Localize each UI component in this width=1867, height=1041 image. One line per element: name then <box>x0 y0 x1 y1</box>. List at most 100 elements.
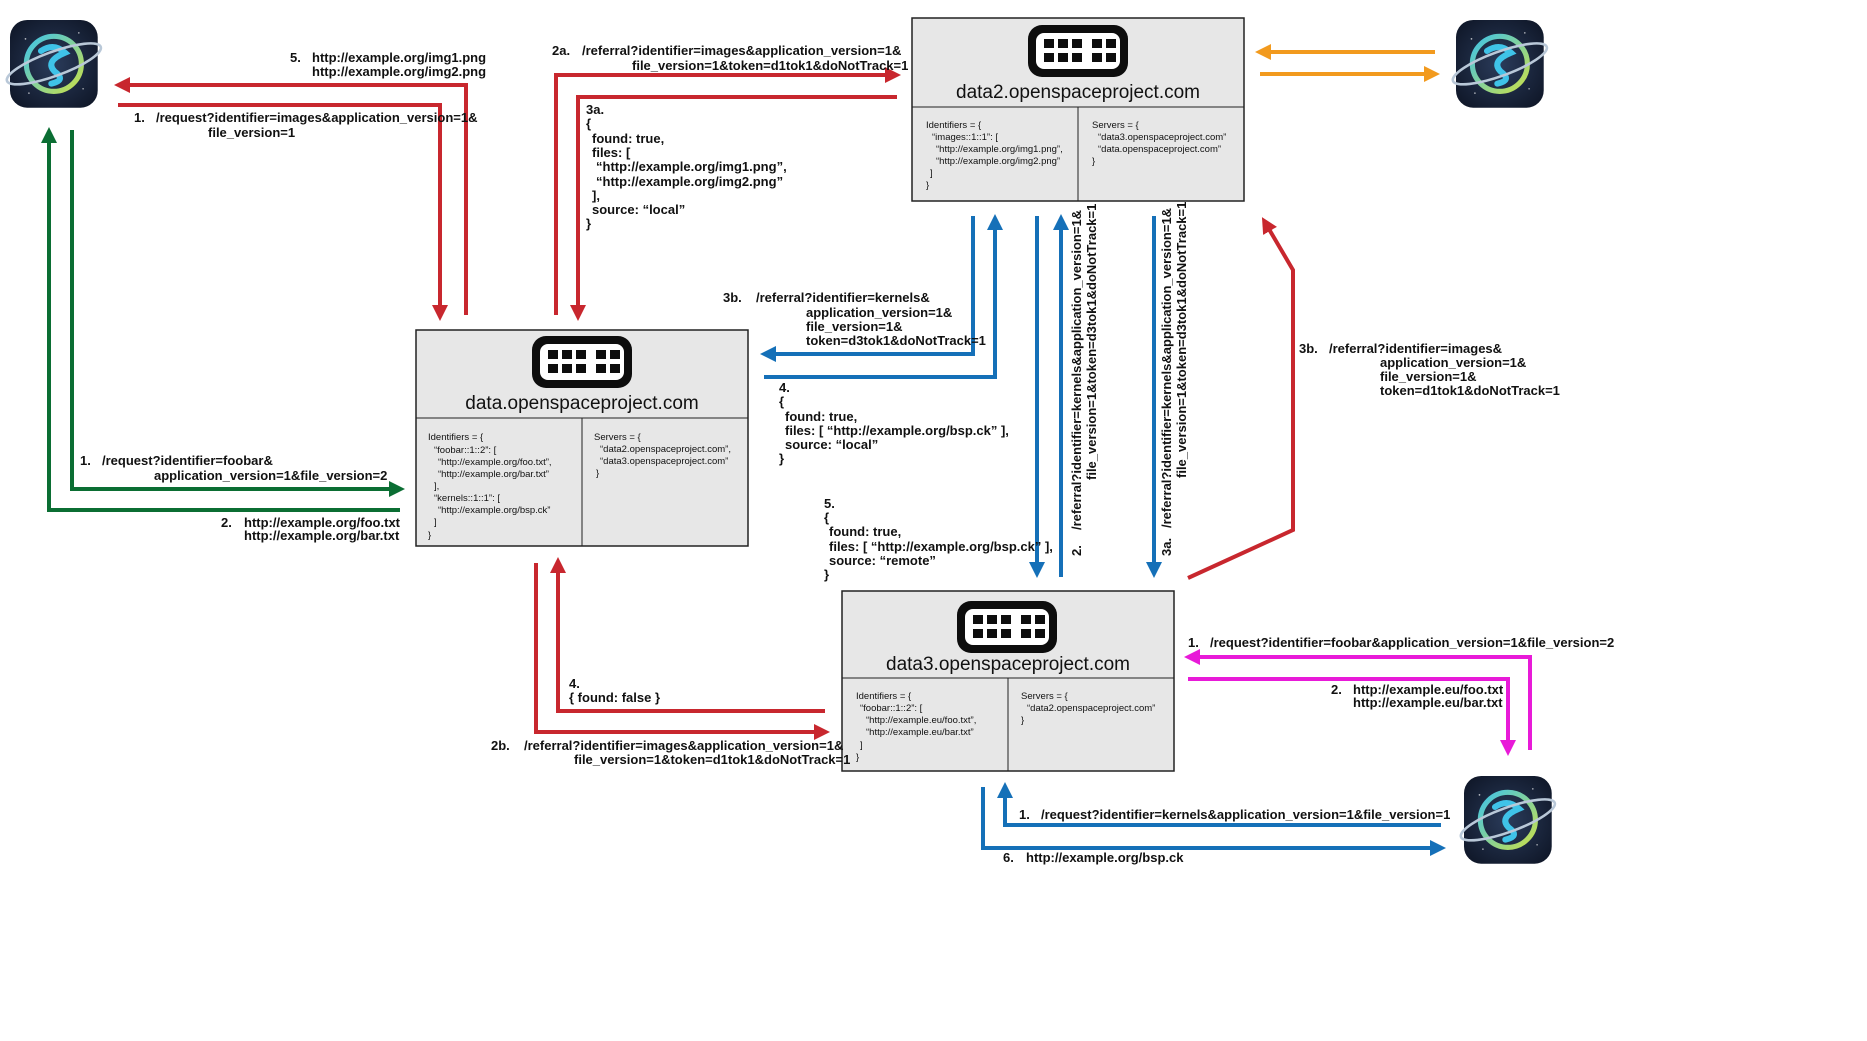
blue-arrow-4-response <box>764 214 1003 379</box>
identifiers-line: ] <box>434 517 437 528</box>
label-line: http://example.org/foo.txt <box>244 515 401 530</box>
label-line: file_version=1&token=d3tok1&doNotTrack=1 <box>1084 204 1099 480</box>
label-step: 1. <box>1019 807 1030 822</box>
servers-block: Servers = { “data3.openspaceproject.com”… <box>1092 120 1229 167</box>
label-red-3b: 3b. /referral?identifier=images& applica… <box>1299 341 1560 398</box>
identifiers-line: ] <box>860 740 863 751</box>
label-line: /request?identifier=images&application_v… <box>156 110 478 125</box>
label-line: files: [ <box>592 145 631 160</box>
server-box-data3: data3.openspaceproject.com Identifiers =… <box>841 590 1175 772</box>
label-line: http://example.eu/foo.txt <box>1353 682 1504 697</box>
identifiers-line: “http://example.org/img1.png”, <box>936 144 1063 155</box>
magenta-arrow-1-request <box>1184 649 1532 750</box>
label-line: /referral?identifier=kernels& <box>756 290 930 305</box>
identifiers-line: “http://example.org/bar.txt” <box>438 469 549 480</box>
identifiers-line: “foobar::1::2”: [ <box>860 703 923 714</box>
identifiers-line: Identifiers = { <box>856 691 911 702</box>
servers-line: Servers = { <box>1021 691 1068 702</box>
servers-block: Servers = { “data2.openspaceproject.com”… <box>594 432 734 479</box>
svg-text:3a. /referral?identifier: 3a. /referral?identifier=kernels&applica… <box>1159 202 1189 556</box>
identifiers-line: ], <box>434 481 439 492</box>
red-arrow-5-response <box>114 77 468 315</box>
label-line: files: [ “http://example.org/bsp.ck” ], <box>829 539 1053 554</box>
label-line: /referral?identifier=images&application_… <box>582 43 901 58</box>
label-red-4: 4. { found: false } <box>569 676 660 705</box>
server-box-data: data.openspaceproject.com Identifiers = … <box>415 329 749 547</box>
label-line: { <box>779 394 784 409</box>
server-icon <box>957 601 1057 653</box>
svg-text:2. /referral?identifier=: 2. /referral?identifier=kernels&applicat… <box>1069 204 1099 556</box>
server-icon <box>532 336 632 388</box>
servers-line: “data2.openspaceproject.com” <box>1027 703 1155 714</box>
label-line: source: “local” <box>785 437 878 452</box>
label-line: /referral?identifier=kernels&application… <box>1159 208 1174 528</box>
label-magenta-1: 1. /request?identifier=foobar&applicatio… <box>1188 635 1614 650</box>
label-line: file_version=1&token=d1tok1&doNotTrack=1 <box>632 58 908 73</box>
label-line: “http://example.org/img2.png” <box>596 174 783 189</box>
label-tl-red-5: 5. http://example.org/img1.png http://ex… <box>290 50 490 79</box>
label-blue-5: 5. { found: true, files: [ “http://examp… <box>824 496 1057 582</box>
identifiers-line: “http://example.org/bsp.ck” <box>438 505 550 516</box>
label-line: file_version=1& <box>806 319 902 334</box>
identifiers-line: ] <box>930 168 933 179</box>
blue-arrow-3b-referral <box>760 216 975 362</box>
red-arrow-2b-referral <box>534 563 830 740</box>
green-arrow-2-response <box>41 127 400 512</box>
openspace-app-icon-bottom-right <box>1457 776 1559 864</box>
identifiers-line: “foobar::1::2”: [ <box>434 445 497 456</box>
label-step: 2. <box>221 515 232 530</box>
label-line: token=d3tok1&doNotTrack=1 <box>806 333 986 348</box>
label-step: 6. <box>1003 850 1014 865</box>
servers-line: “data.openspaceproject.com” <box>1098 144 1221 155</box>
red-arrow-4-response <box>550 557 825 713</box>
label-line: file_version=1&token=d1tok1&doNotTrack=1 <box>574 752 850 767</box>
identifiers-block: Identifiers = { “images::1::1”: [ “http:… <box>926 120 1065 191</box>
label-line: found: true, <box>785 409 857 424</box>
identifiers-line: } <box>428 530 431 541</box>
openspace-app-icon-top-right <box>1449 20 1551 108</box>
label-line: application_version=1& <box>806 305 952 320</box>
blue-arrow-1-request <box>997 782 1441 827</box>
label-green-1: 1. /request?identifier=foobar& applicati… <box>80 453 387 483</box>
label-red-2a: 2a. /referral?identifier=images&applicat… <box>552 43 908 73</box>
label-line: } <box>824 567 829 582</box>
label-step: 3a. <box>586 102 604 117</box>
green-arrow-1-request <box>70 130 405 497</box>
identifiers-line: Identifiers = { <box>926 120 981 131</box>
servers-line: } <box>596 468 599 479</box>
label-blue-3b: 3b. /referral?identifier=kernels& applic… <box>723 290 986 348</box>
label-step: 4. <box>779 380 790 395</box>
blue-arrow-6-response <box>981 787 1446 856</box>
identifiers-line: “http://example.org/foo.txt”, <box>438 457 552 468</box>
red-arrow-2a-referral <box>554 67 901 315</box>
label-line: source: “local” <box>592 202 685 217</box>
label-step: 3b. <box>1299 341 1318 356</box>
servers-line: Servers = { <box>1092 120 1139 131</box>
label-line: http://example.org/bar.txt <box>244 528 400 543</box>
red-arrow-3a-response <box>570 95 897 321</box>
label-line: http://example.org/img1.png <box>312 50 486 65</box>
identifiers-line: Identifiers = { <box>428 432 483 443</box>
label-line: files: [ “http://example.org/bsp.ck” ], <box>785 423 1009 438</box>
server-name: data2.openspaceproject.com <box>956 82 1200 103</box>
identifiers-block: Identifiers = { “foobar::1::2”: [ “http:… <box>428 432 554 541</box>
servers-line: “data2.openspaceproject.com”, <box>600 444 731 455</box>
label-line: ], <box>592 188 600 203</box>
label-line: { found: false } <box>569 690 660 705</box>
label-blue-4: 4. { found: true, files: [ “http://examp… <box>779 380 1013 466</box>
identifiers-line: } <box>856 752 859 763</box>
label-line: http://example.eu/bar.txt <box>1353 695 1503 710</box>
identifiers-line: “images::1::1”: [ <box>932 132 998 143</box>
identifiers-line: “http://example.org/img2.png” <box>936 156 1060 167</box>
label-step: 2. <box>1331 682 1342 697</box>
server-name: data3.openspaceproject.com <box>886 654 1130 675</box>
label-line: http://example.org/bsp.ck <box>1026 850 1184 865</box>
servers-line: “data3.openspaceproject.com” <box>1098 132 1226 143</box>
label-step: 5. <box>824 496 835 511</box>
label-step: 1. <box>1188 635 1199 650</box>
label-step: 1. <box>134 110 145 125</box>
label-line: /request?identifier=foobar& <box>102 453 273 468</box>
label-blue-bottom-6: 6. http://example.org/bsp.ck <box>1003 850 1184 865</box>
label-line: /referral?identifier=images&application_… <box>524 738 843 753</box>
openspace-app-icon-top-left <box>3 20 105 108</box>
